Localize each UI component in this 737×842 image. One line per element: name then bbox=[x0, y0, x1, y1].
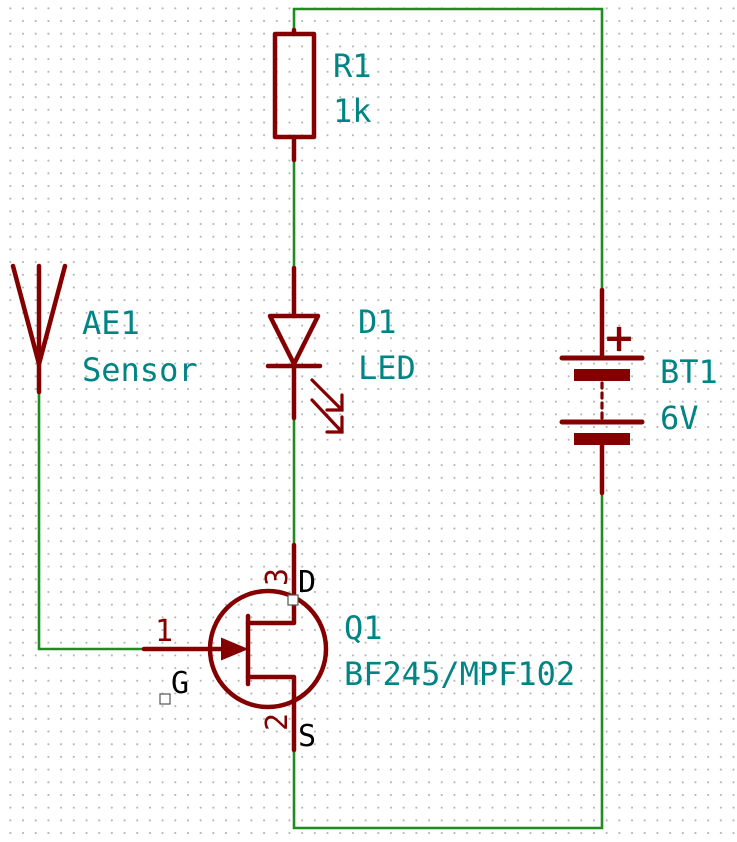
q1-drain-pin-number: 3 bbox=[260, 568, 295, 586]
jfet-q1[interactable] bbox=[141, 542, 329, 753]
q1-value: BF245/MPF102 bbox=[344, 655, 575, 693]
q1-gate-arrow bbox=[221, 637, 249, 661]
r1-reference: R1 bbox=[333, 47, 372, 85]
resistor-r1[interactable] bbox=[272, 27, 317, 163]
q1-reference: Q1 bbox=[344, 609, 383, 647]
battery-bt1[interactable] bbox=[559, 287, 645, 496]
bt1-reference: BT1 bbox=[660, 353, 718, 391]
q1-drain-lead bbox=[245, 542, 297, 626]
led-d1[interactable] bbox=[265, 265, 344, 434]
q1-gate-pin-name: G bbox=[171, 666, 189, 701]
bt1-plus-sign: + bbox=[603, 316, 635, 360]
q1-gate-pin-number: 1 bbox=[155, 614, 173, 649]
wire-bt1-to-source bbox=[292, 491, 604, 830]
q1-gate-unconnected-marker bbox=[159, 693, 171, 705]
q1-source-lead bbox=[245, 674, 297, 753]
wires bbox=[37, 7, 604, 830]
bt1-value: 6V bbox=[660, 399, 699, 437]
d1-triangle bbox=[267, 313, 321, 367]
r1-value: 1k bbox=[333, 92, 372, 130]
q1-drain-pin-name: D bbox=[298, 565, 316, 600]
q1-source-pin-name: S bbox=[298, 719, 316, 754]
bt1-plate-short-2 bbox=[574, 433, 630, 445]
antenna-ae1[interactable] bbox=[10, 263, 68, 395]
ae1-value: Sensor bbox=[82, 351, 198, 389]
bt1-plate-short-1 bbox=[574, 369, 630, 381]
d1-reference: D1 bbox=[358, 303, 397, 341]
q1-drain-unconnected-marker bbox=[287, 594, 299, 606]
ae1-arm-left bbox=[10, 263, 42, 367]
ae1-reference: AE1 bbox=[82, 304, 140, 342]
wire-antenna-to-gate bbox=[37, 390, 146, 651]
wire-top-loop bbox=[292, 7, 604, 292]
r1-body bbox=[272, 31, 317, 140]
d1-light-arrows bbox=[310, 378, 344, 434]
d1-value: LED bbox=[358, 349, 416, 387]
q1-source-pin-number: 2 bbox=[260, 713, 295, 731]
ae1-arm-right bbox=[36, 263, 68, 367]
